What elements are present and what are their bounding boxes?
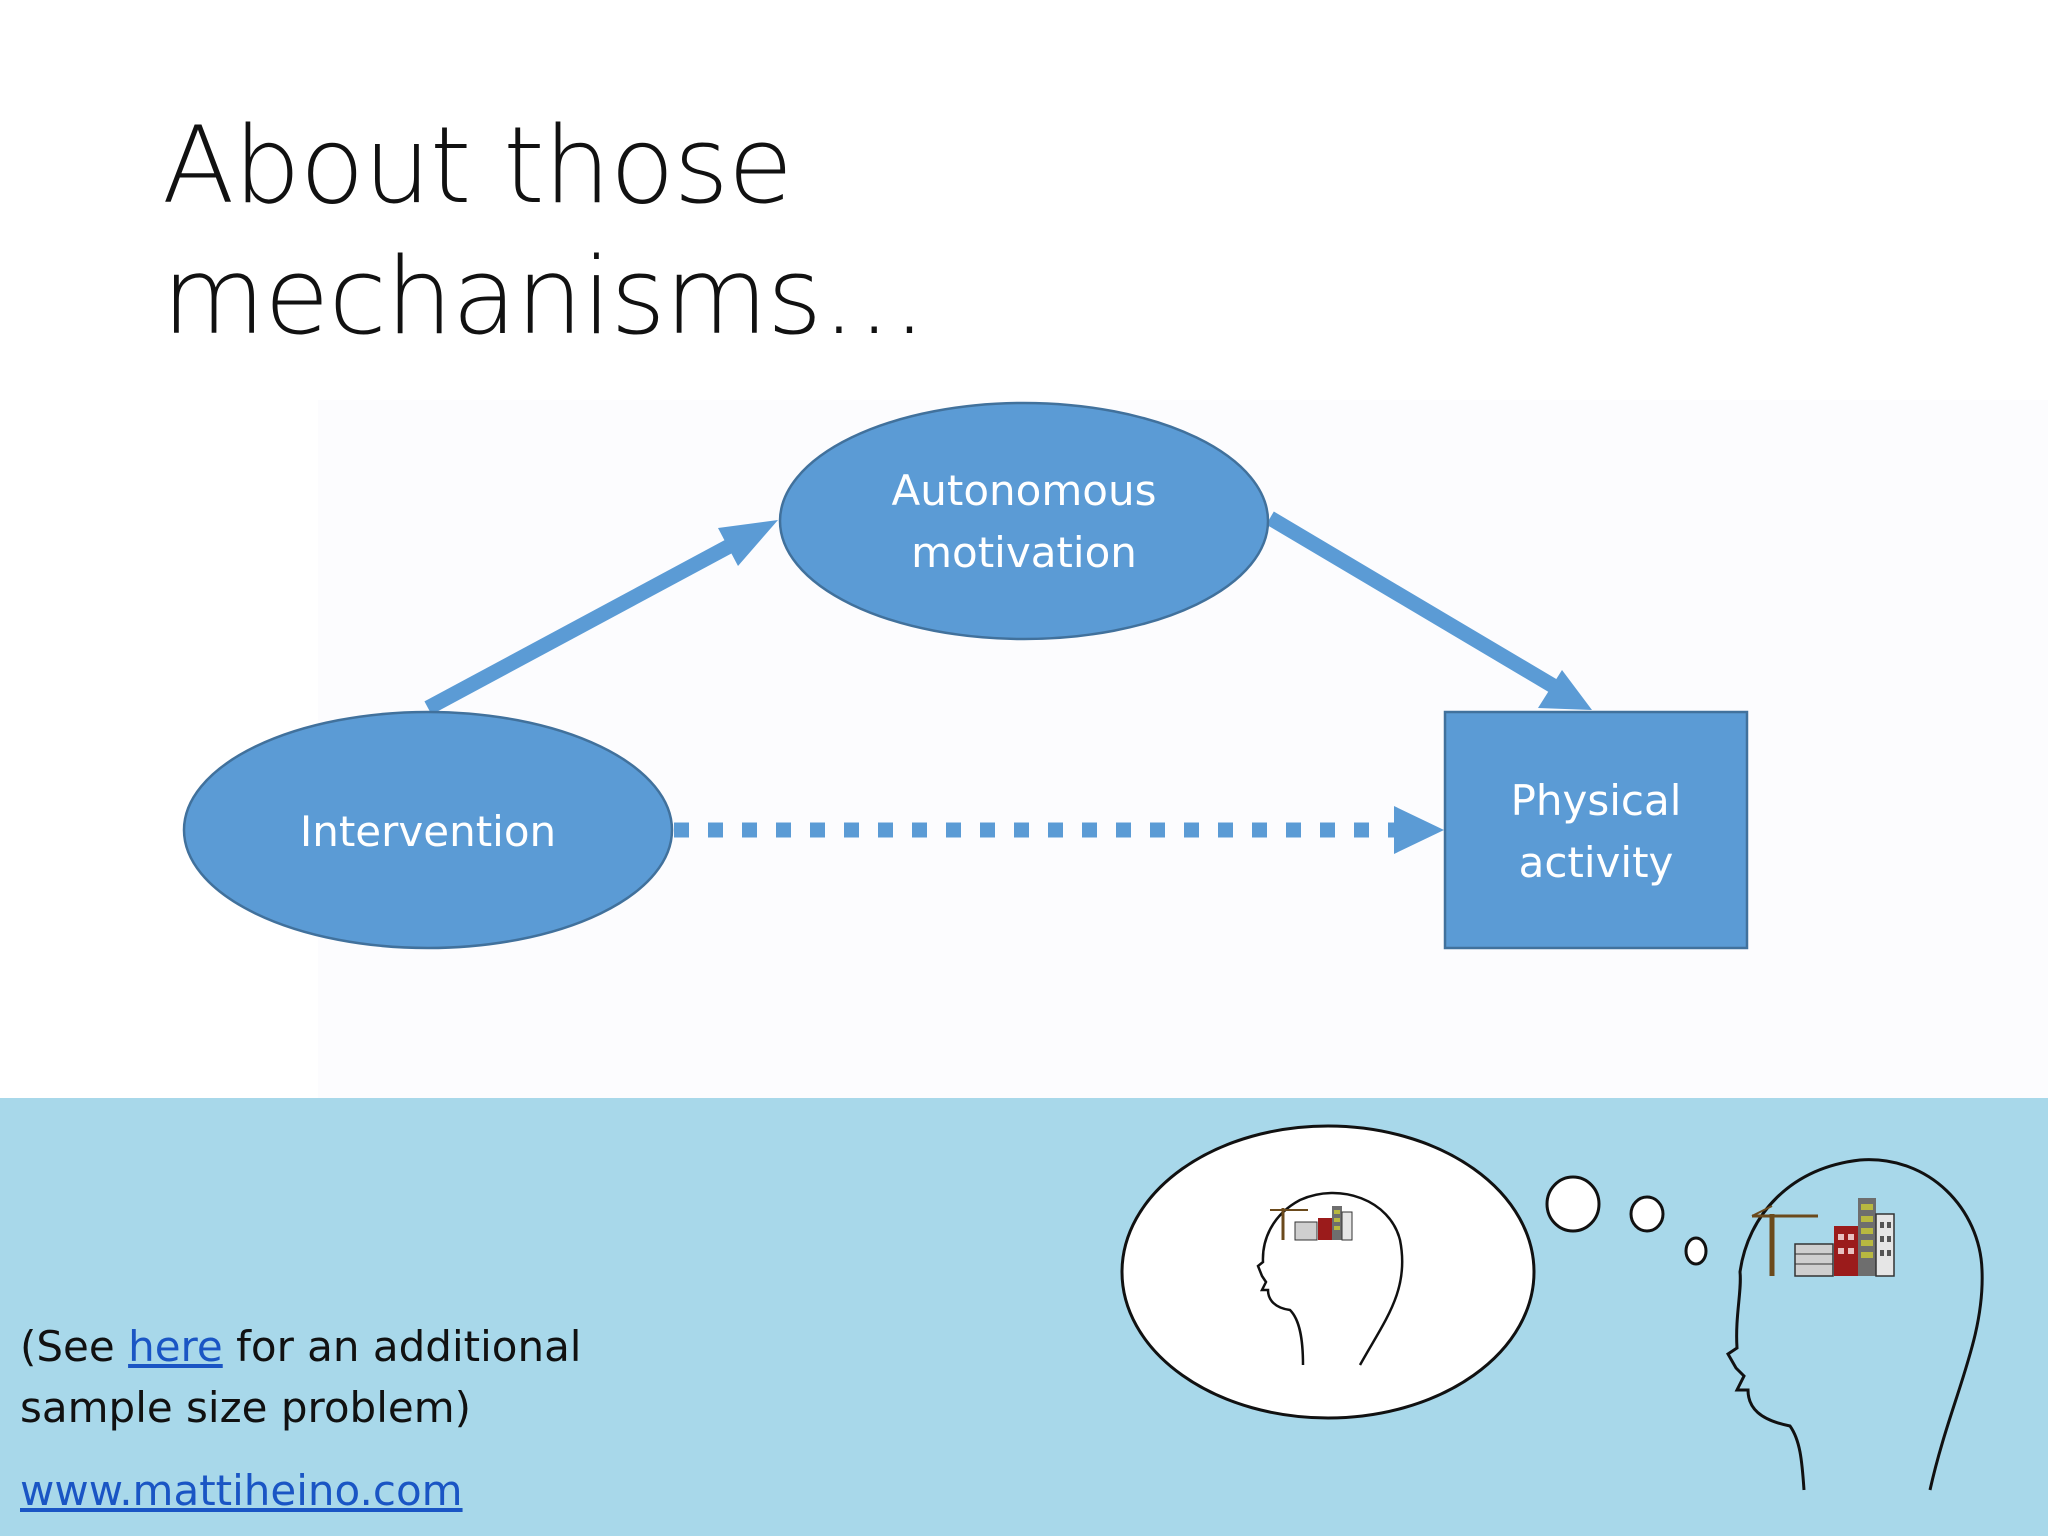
arrow-intervention-to-activity-direct <box>674 806 1444 854</box>
node-autonomous-label-1: Autonomous <box>892 466 1157 515</box>
footer-note: (See here for an additional sample size … <box>20 1316 640 1438</box>
slide-title: About those mechanisms… <box>162 100 1262 362</box>
footer-band <box>0 1098 2048 1536</box>
note-prefix: (See <box>20 1322 129 1371</box>
node-autonomous-label-2: motivation <box>911 528 1137 577</box>
mediation-diagram: Autonomous motivation Intervention Physi… <box>182 401 1749 950</box>
arrow-motivation-to-activity <box>1266 511 1592 710</box>
thought-bubble-head-with-city-icon <box>1120 1124 1984 1491</box>
bubble-small <box>1684 1236 1708 1266</box>
large-city-icon <box>1751 1198 1895 1277</box>
small-head-icon <box>1256 1191 1404 1366</box>
here-link[interactable]: here <box>128 1322 223 1371</box>
node-physical-label-1: Physical <box>1511 776 1682 825</box>
small-city-icon <box>1270 1206 1353 1241</box>
arrow-intervention-to-motivation <box>424 520 778 715</box>
large-head-icon <box>1726 1158 1984 1491</box>
thought-bubble <box>1120 1124 1536 1420</box>
node-physical-activity: Physical activity <box>1443 710 1749 950</box>
bubble-medium <box>1629 1195 1665 1233</box>
slide-title-line-1: About those <box>162 104 793 227</box>
node-intervention-label: Intervention <box>300 807 556 856</box>
node-intervention: Intervention <box>182 710 674 950</box>
node-physical-label-2: activity <box>1519 838 1674 887</box>
slide-title-line-2: mechanisms… <box>162 235 927 358</box>
bubble-large <box>1545 1175 1601 1233</box>
note-suffix: for an additional sample size problem) <box>20 1322 582 1432</box>
website-link[interactable]: www.mattiheino.com <box>20 1466 463 1515</box>
node-autonomous-motivation: Autonomous motivation <box>778 401 1270 641</box>
